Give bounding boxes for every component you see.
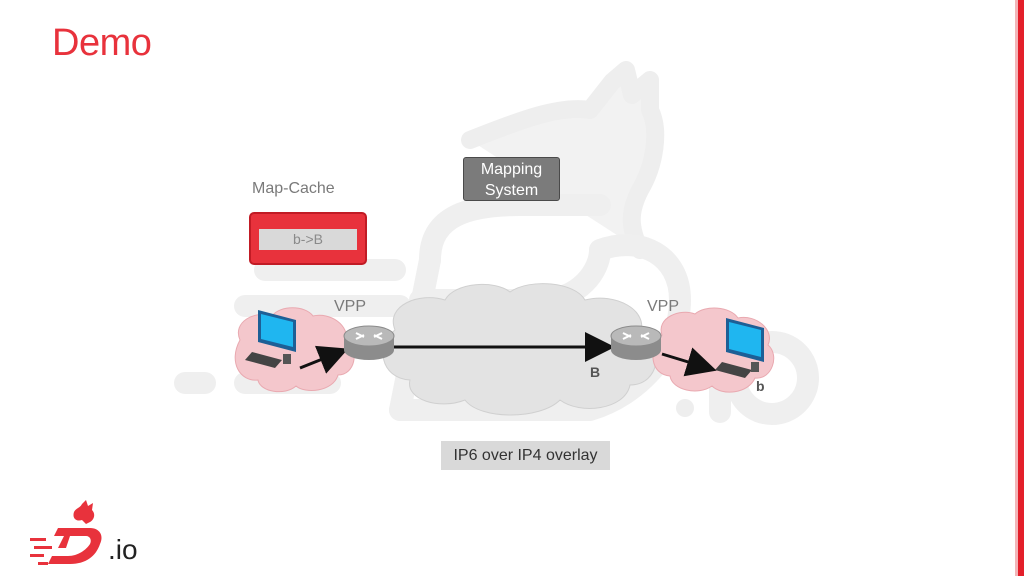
router-icon	[610, 325, 662, 360]
host-b-label: b	[756, 378, 765, 394]
cloud-icon	[382, 283, 657, 416]
mapping-system-line-2: System	[484, 182, 539, 199]
mapping-system-line-1: Mapping	[480, 161, 543, 178]
vpp-left-label: VPP	[334, 298, 367, 315]
computer-icon	[715, 318, 764, 378]
overlay-label: IP6 over IP4 overlay	[441, 441, 610, 470]
map-cache-label: Map-Cache	[252, 180, 335, 197]
slide-edge-shadow	[1015, 0, 1018, 576]
computer-icon	[245, 310, 296, 368]
logo-text: .io	[108, 534, 138, 565]
arrow-router-to-host	[661, 347, 717, 377]
slide-title: Demo	[52, 22, 152, 64]
router-icon	[343, 325, 395, 360]
vpp-right-label: VPP	[647, 298, 680, 315]
mapping-system-box: Mapping System	[463, 157, 560, 201]
map-cache-box: b->B	[249, 212, 367, 265]
slide-edge-bar	[1018, 0, 1024, 576]
map-cache-entry: b->B	[259, 229, 357, 250]
arrow-host-to-router	[299, 345, 349, 374]
fdio-logo-icon	[30, 500, 102, 565]
router-b-label: B	[590, 364, 601, 380]
